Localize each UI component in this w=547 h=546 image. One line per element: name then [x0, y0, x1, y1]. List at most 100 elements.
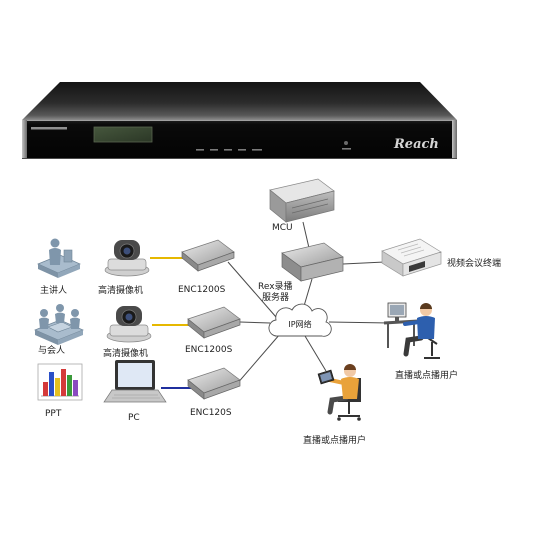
appliance-top-surface	[22, 82, 457, 120]
power-button	[344, 141, 348, 145]
attendee-head	[40, 309, 48, 317]
ip-network-cloud-icon: IP网络	[268, 303, 332, 337]
terminal-vent-line	[403, 249, 425, 257]
attendees-label: 与会人	[38, 344, 65, 356]
laptop-keyboard-base	[103, 389, 167, 403]
chair-back	[357, 378, 361, 400]
mcu-server-icon	[269, 178, 335, 223]
rex-server-front-face	[300, 256, 344, 282]
camera-lens-glass	[123, 247, 131, 255]
encoder-icon-1	[181, 239, 235, 272]
presenter-platform-front	[58, 264, 80, 278]
ip-network-label: IP网络	[288, 319, 311, 329]
ppt-bar	[67, 375, 72, 396]
vc-terminal-label: 视频会议终端	[447, 257, 501, 269]
link-enc-2-to-cloud	[239, 321, 271, 324]
presenter-platform-side	[38, 264, 58, 278]
ppt-label: PPT	[45, 409, 62, 419]
rex-recording-server-icon	[281, 242, 344, 282]
viewer-legs	[327, 395, 349, 415]
user-with-tablet-icon	[317, 364, 361, 421]
chair-wheel	[337, 417, 341, 421]
indicator-led-mark	[252, 149, 262, 151]
camera-pedestal	[109, 324, 149, 337]
indicator-led-mark	[210, 149, 218, 151]
connection-lines	[150, 221, 393, 389]
encoder-label-2: ENC1200S	[185, 345, 233, 355]
indicator-leds	[196, 149, 262, 151]
ppt-bar	[73, 380, 78, 396]
camera-pedestal	[107, 258, 147, 271]
camera-icon-1	[104, 240, 150, 277]
encoder-icon-2	[187, 306, 241, 339]
mcu-front-face	[285, 190, 335, 223]
ppt-bar-chart-icon	[37, 363, 83, 401]
camera-1-label: 高清摄像机	[98, 284, 143, 296]
cloud-shape	[268, 303, 332, 337]
attendees-platform-front	[58, 330, 83, 345]
link-cloud-to-viewer-1	[328, 321, 393, 324]
attendees-icon	[34, 304, 84, 345]
appliance-front-panel	[22, 120, 457, 158]
link-enc-3-to-cloud	[235, 333, 281, 386]
presenter-body	[49, 248, 61, 265]
viewer-torso	[341, 377, 359, 399]
viewer-torso	[417, 316, 435, 339]
viewer-hair	[420, 303, 432, 309]
camera-2-label: 高清摄像机	[103, 347, 148, 359]
viewer-2-label: 直播或点播用户	[303, 434, 366, 446]
laptop-icon	[103, 360, 167, 403]
chair-seat	[338, 398, 361, 402]
encoder-icon-3	[187, 367, 241, 400]
attendee-head	[56, 304, 64, 312]
mcu-slot-line	[291, 198, 329, 209]
model-label-mark	[31, 127, 67, 130]
power-label-mark	[342, 148, 351, 150]
attendee-body	[39, 317, 49, 329]
chair-frame	[424, 337, 440, 359]
terminal-front-window	[409, 261, 425, 272]
podium	[63, 249, 73, 263]
ppt-bar	[49, 372, 54, 396]
encoder-front-face	[203, 379, 241, 400]
encoder-label-3: ENC120S	[190, 408, 232, 418]
left-rack-ear	[22, 120, 27, 158]
terminal-vent-line	[397, 243, 419, 251]
pc-label: PC	[128, 413, 140, 423]
video-conference-terminal-icon	[381, 238, 442, 277]
viewer-legs	[403, 335, 424, 357]
link-cloud-to-viewer-2	[304, 335, 327, 372]
encoder-front-face	[203, 318, 241, 339]
presenter-icon	[37, 238, 81, 278]
rex-server-label-line-1: Rex录播	[258, 280, 293, 292]
encoder-front-face	[197, 251, 235, 272]
presenter-label: 主讲人	[40, 284, 67, 296]
attendee-body	[70, 317, 80, 329]
attendees-platform-side	[35, 330, 58, 345]
user-at-desk-icon	[383, 302, 440, 359]
link-mcu-to-rex-server	[302, 221, 310, 249]
link-enc-1-to-cloud	[227, 261, 277, 318]
recording-server-appliance: Reach	[22, 82, 457, 159]
attendee-body	[55, 312, 65, 323]
indicator-led-mark	[224, 149, 232, 151]
indicator-led-mark	[238, 149, 246, 151]
mcu-slot-line	[291, 203, 329, 214]
brand-logo: Reach	[393, 137, 439, 152]
attendee-head	[71, 309, 79, 317]
lcd-display	[93, 126, 153, 143]
camera-icon-2	[106, 306, 152, 343]
desk-monitor-screen	[390, 305, 404, 315]
encoder-label-1: ENC1200S	[178, 285, 226, 295]
indicator-led-mark	[196, 149, 204, 151]
chair-wheel	[357, 417, 361, 421]
viewer-hair	[344, 364, 356, 370]
terminal-vent-line	[400, 246, 422, 254]
camera-lens-glass	[125, 313, 133, 321]
link-cloud-to-rex-server	[303, 278, 313, 307]
desk-monitor-stand	[395, 317, 399, 321]
viewer-1-label: 直播或点播用户	[395, 369, 458, 381]
tablet-screen	[320, 372, 332, 382]
link-rex-server-to-vc-terminal	[342, 261, 387, 265]
